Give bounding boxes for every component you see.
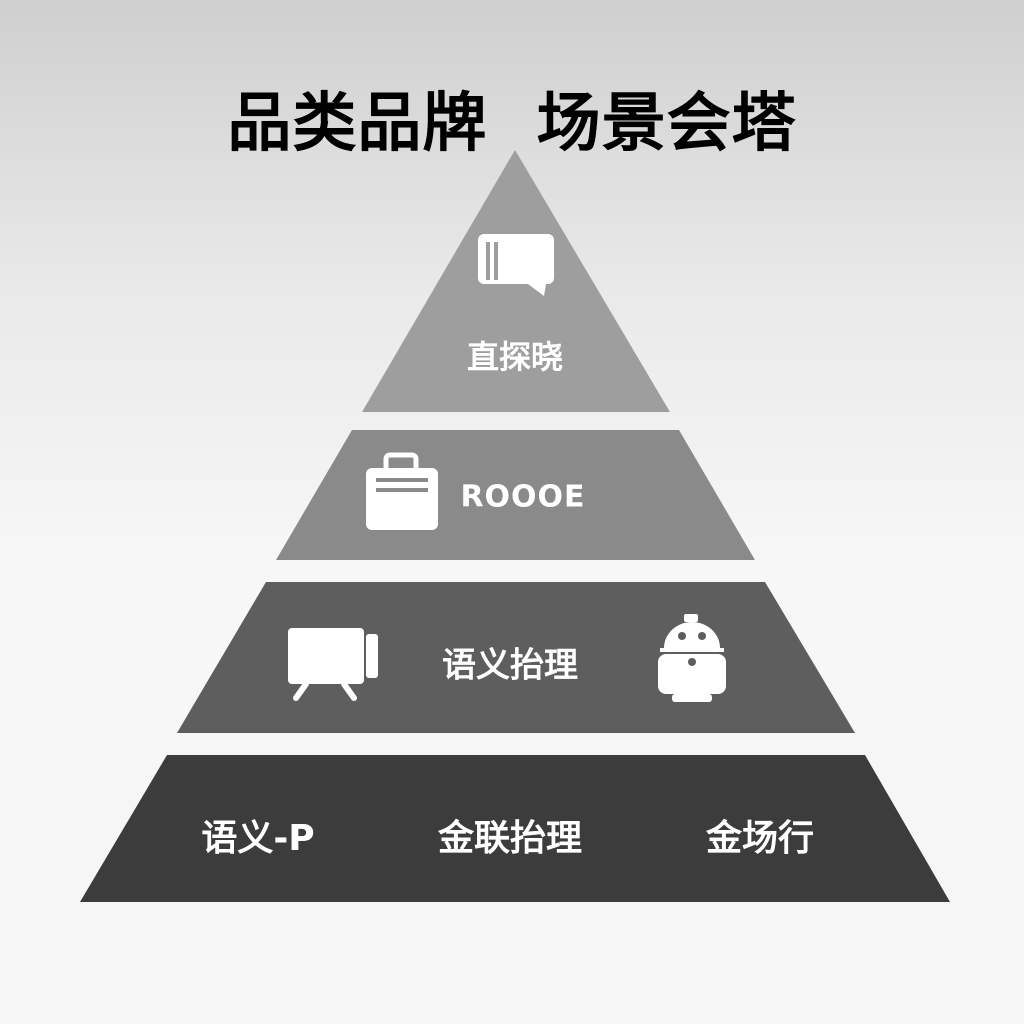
pyramid-tier-4 bbox=[80, 755, 950, 902]
tier-4-label-left: 语义-P bbox=[201, 818, 315, 859]
tier-1-label: 直探晓 bbox=[466, 338, 564, 376]
tier-4-label-right: 金场行 bbox=[705, 818, 815, 859]
briefcase-icon bbox=[366, 452, 438, 530]
tier-4-label-center: 金联抬理 bbox=[437, 818, 583, 859]
chat-card-icon bbox=[478, 234, 554, 296]
tier-3-label: 语义抬理 bbox=[442, 645, 578, 686]
robot-icon bbox=[658, 614, 726, 702]
projector-screen-icon bbox=[288, 628, 378, 701]
tier-2-label: ROOOE bbox=[460, 479, 586, 515]
page-title: 品类品牌 场景会塔 bbox=[227, 87, 797, 161]
